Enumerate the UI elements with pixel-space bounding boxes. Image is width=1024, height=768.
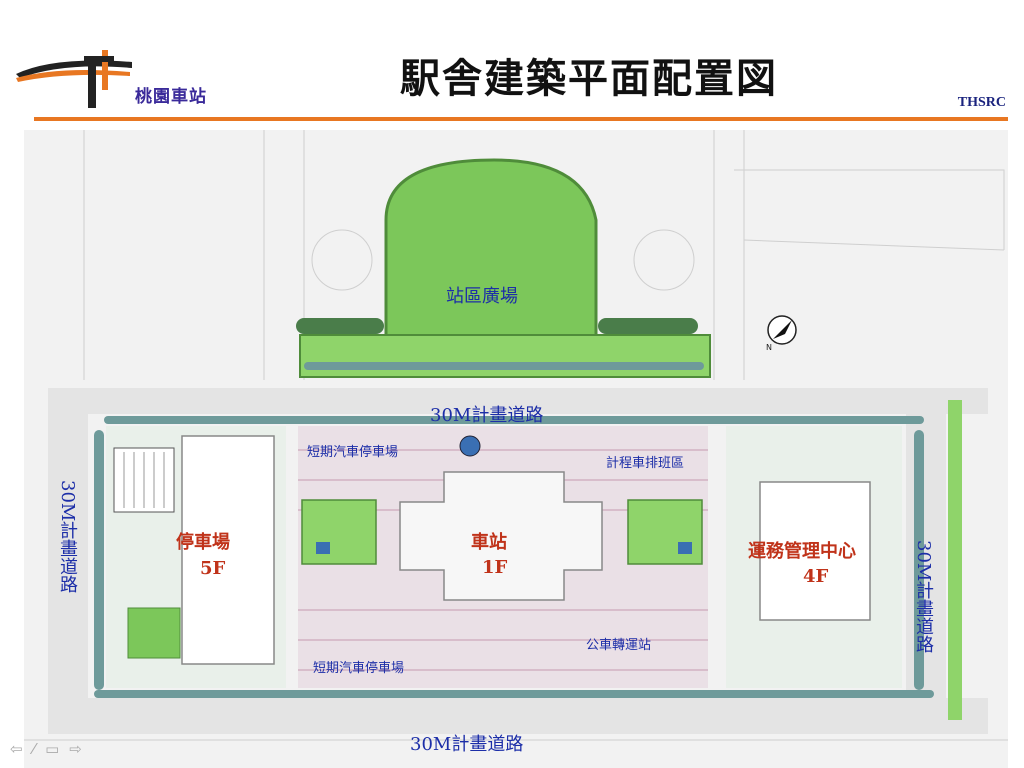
tree-rows	[94, 362, 934, 698]
logo-text: 桃園車站	[135, 87, 207, 107]
brand-label: THSRC	[957, 95, 1006, 110]
parking-name-label: 停車場	[176, 532, 230, 553]
taxi-area-label: 計程車排班區	[606, 456, 685, 471]
slide-header: 桃園車站 駅舎建築平面配置図 THSRC	[0, 0, 1024, 125]
svg-text:N: N	[766, 343, 772, 352]
thsrc-logo-icon	[16, 50, 132, 108]
plaza-label: 站區廣場	[446, 286, 518, 307]
station-name-label: 車站	[471, 532, 507, 553]
north-arrow-icon: N	[766, 315, 797, 352]
parcel-lines	[24, 130, 1008, 741]
parking-floors-label: 5F	[200, 558, 226, 579]
parking-building	[181, 435, 275, 665]
station-building	[399, 471, 603, 601]
road-top-label: 30M計畫道路	[430, 405, 544, 426]
road-left-label: 30M計畫道路	[57, 480, 78, 594]
road-right-label: 30M計畫道路	[913, 540, 934, 654]
back-icon[interactable]: ⇦	[10, 740, 23, 758]
road-top	[48, 388, 988, 414]
ops-center-floors-label: 4F	[803, 566, 829, 587]
station-plaza-lawn	[384, 158, 598, 340]
short-parking-bottom-label: 短期汽車停車場	[313, 661, 405, 676]
road-bottom-label: 30M計畫道路	[410, 734, 524, 755]
forward-icon[interactable]: ⇨	[69, 740, 82, 758]
road-right	[906, 388, 946, 734]
slide-navigation: ⇦ ⁄ ▭ ⇨	[10, 740, 82, 758]
page-title: 駅舎建築平面配置図	[400, 55, 778, 102]
header-divider	[34, 117, 1008, 121]
menu-icon[interactable]: ▭	[45, 740, 60, 758]
site-plan-map: N	[24, 130, 1008, 768]
road-left	[48, 388, 88, 734]
station-floors-label: 1F	[482, 557, 508, 578]
plaza-lower-strip	[299, 334, 711, 378]
ops-center-name-label: 運務管理中心	[748, 541, 856, 562]
pen-icon[interactable]: ⁄	[32, 740, 36, 758]
bus-transfer-label: 公車轉運站	[586, 638, 652, 653]
road-bottom	[48, 698, 988, 734]
ops-center-building	[759, 481, 871, 621]
short-parking-top-label: 短期汽車停車場	[307, 445, 399, 460]
